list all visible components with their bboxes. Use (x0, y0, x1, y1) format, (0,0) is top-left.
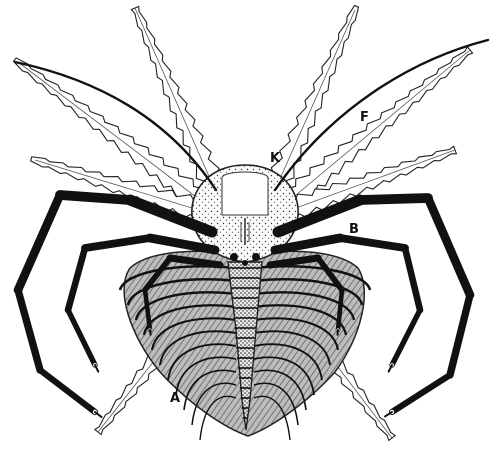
label-a: A (170, 391, 180, 406)
label-b: B (349, 222, 359, 237)
gill-branch (263, 6, 359, 196)
label-f: F (360, 110, 369, 125)
label-k: K (270, 151, 281, 166)
label-h: H (238, 185, 249, 200)
